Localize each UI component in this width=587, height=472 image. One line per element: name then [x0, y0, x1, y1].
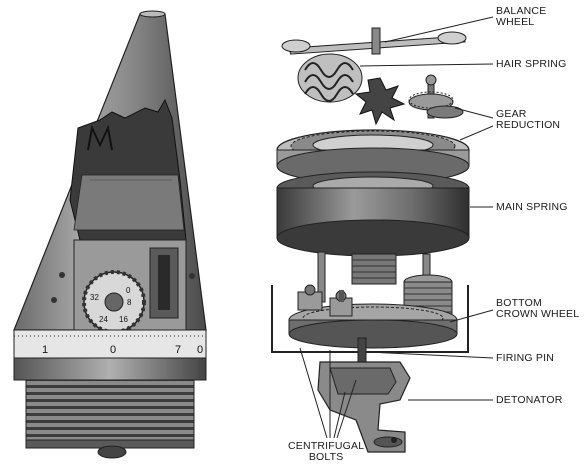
balance-wheel: [281, 27, 467, 55]
time-setting-dial: 0 8 16 24 32: [82, 270, 146, 334]
fuze-collar: [13, 357, 207, 381]
escape-wheel: [354, 77, 406, 126]
label-bottom-crown-wheel: BOTTOM CROWN WHEEL: [496, 297, 580, 320]
clockwork-mechanism: [271, 27, 470, 453]
label-detonator: DETONATOR: [496, 394, 563, 406]
screw-head: [189, 273, 195, 279]
main-spring: [276, 171, 470, 257]
gear-reduction: [408, 74, 464, 119]
graduated-scale-ring: [13, 329, 207, 359]
callout-leader-lines: [299, 16, 494, 439]
hair-spring: [297, 53, 363, 103]
scale-digit: 0: [110, 344, 116, 356]
screw-head: [51, 297, 57, 303]
label-centrifugal-bolts: CENTRIFUGAL BOLTS: [288, 440, 365, 463]
bottom-crown-wheel: [288, 303, 458, 349]
fuze-tip: [139, 10, 166, 18]
detonator: [317, 361, 411, 453]
pinion-gear: [351, 253, 397, 285]
dial-digit: 16: [119, 315, 128, 324]
dial-digit: 0: [126, 286, 131, 295]
screw-head: [59, 272, 65, 278]
centrifugal-bolts: [297, 284, 353, 317]
fuze-bottom-plug: [97, 445, 127, 459]
label-main-spring: MAIN SPRING: [496, 201, 568, 213]
scale-digit: 1: [42, 344, 48, 356]
dial-digit: 8: [127, 298, 132, 307]
dial-digit: 32: [90, 293, 99, 302]
label-firing-pin: FIRING PIN: [496, 352, 555, 364]
scale-digit: 0: [197, 344, 203, 356]
label-gear-reduction: GEAR REDUCTION: [496, 108, 561, 131]
label-hair-spring: HAIR SPRING: [496, 58, 567, 70]
dial-digit: 24: [99, 315, 108, 324]
scale-digit: 7: [175, 344, 181, 356]
label-balance-wheel: BALANCE WHEEL: [496, 5, 547, 28]
fuze-body: 0 8 16 24 32 1 0 7 0: [13, 10, 207, 459]
fuze-threaded-base: [25, 379, 195, 441]
